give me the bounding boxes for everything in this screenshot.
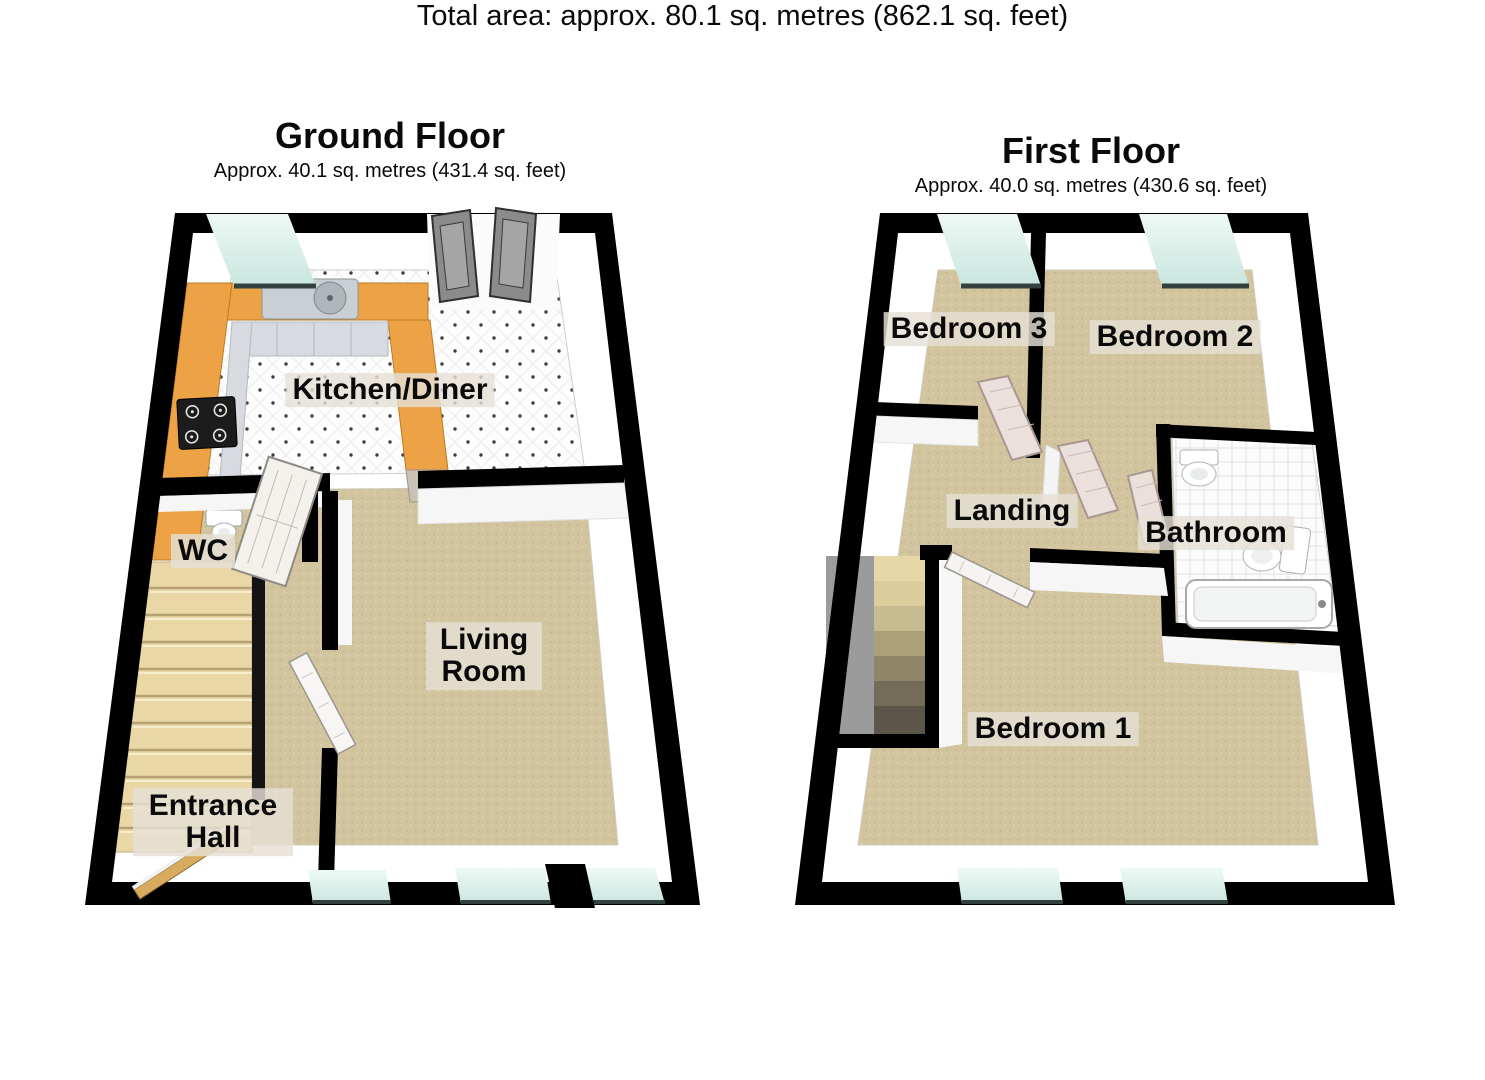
room-label-bedroom-3: Bedroom 3 (883, 312, 1055, 346)
first-floor-area: Approx. 40.0 sq. metres (430.6 sq. feet) (914, 174, 1268, 197)
living-room-windows (308, 864, 665, 908)
first-floor-plan (795, 213, 1395, 905)
french-doors (427, 206, 560, 310)
bedroom2-door (1056, 438, 1120, 520)
first-floor-header: First Floor Approx. 40.0 sq. metres (430… (856, 131, 1326, 198)
bedroom3-door (976, 374, 1044, 462)
bedroom3-window (937, 214, 1041, 289)
room-label-bathroom: Bathroom (1138, 516, 1294, 550)
total-area-text: Total area: approx. 80.1 sq. metres (862… (416, 0, 1069, 32)
room-label-bedroom-1: Bedroom 1 (967, 712, 1139, 746)
room-label-entrance-hall: Entrance Hall (133, 788, 293, 856)
ground-floor-header: Ground Floor Approx. 40.1 sq. metres (43… (155, 116, 625, 183)
kitchen-sink (261, 278, 359, 320)
bathtub (1185, 579, 1333, 629)
room-label-landing: Landing (946, 494, 1078, 528)
bedroom2-window (1139, 214, 1249, 289)
first-floor-title: First Floor (1002, 130, 1180, 171)
ground-floor-title: Ground Floor (275, 115, 505, 156)
ground-floor-area: Approx. 40.1 sq. metres (431.4 sq. feet) (213, 159, 567, 182)
bedroom1-windows (957, 868, 1228, 904)
kitchen-window (206, 214, 316, 289)
bathroom-basin (1179, 449, 1219, 487)
bedroom1-door (943, 550, 1036, 609)
room-label-wc: WC (171, 534, 235, 568)
room-label-kitchen-diner: Kitchen/Diner (285, 373, 495, 407)
gas-hob (176, 396, 238, 450)
kitchen-door (231, 455, 324, 588)
room-label-bedroom-2: Bedroom 2 (1089, 320, 1261, 354)
room-label-living-room: Living Room (426, 622, 542, 690)
living-room-door (288, 651, 357, 756)
